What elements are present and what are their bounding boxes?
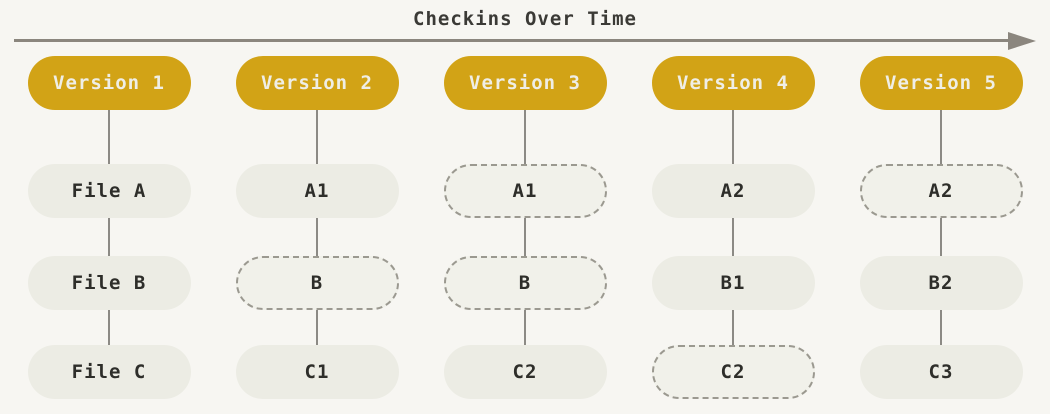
connector-line <box>524 310 526 345</box>
connector-line <box>940 110 942 164</box>
file-pill: A1 <box>235 164 399 218</box>
file-pill: C2 <box>651 345 815 399</box>
diagram-title: Checkins Over Time <box>413 8 637 30</box>
file-pill: A2 <box>859 164 1023 218</box>
connector-line <box>732 218 734 256</box>
file-pill: File C <box>27 345 191 399</box>
connector-line <box>316 110 318 164</box>
connector-line <box>940 310 942 345</box>
file-pill: B1 <box>651 256 815 310</box>
connector-line <box>524 218 526 256</box>
version-pill: Version 4 <box>651 56 815 110</box>
connector-line <box>108 110 110 164</box>
connector-line <box>316 310 318 345</box>
version-column-4: Version 4 A2 B1 C2 <box>638 56 828 399</box>
file-pill: A1 <box>443 164 607 218</box>
version-column-5: Version 5 A2 B2 C3 <box>846 56 1036 399</box>
file-pill: C3 <box>859 345 1023 399</box>
file-pill: B <box>443 256 607 310</box>
timeline-arrow-line <box>14 39 1024 42</box>
version-pill: Version 3 <box>443 56 607 110</box>
file-pill: A2 <box>651 164 815 218</box>
file-pill: File A <box>27 164 191 218</box>
file-pill: C2 <box>443 345 607 399</box>
connector-line <box>940 218 942 256</box>
version-pill: Version 1 <box>27 56 191 110</box>
timeline-arrow <box>14 32 1036 50</box>
connector-line <box>316 218 318 256</box>
connector-line <box>108 310 110 345</box>
connector-line <box>732 110 734 164</box>
connector-line <box>108 218 110 256</box>
file-pill: C1 <box>235 345 399 399</box>
arrowhead-icon <box>1008 32 1036 50</box>
version-column-2: Version 2 A1 B C1 <box>222 56 412 399</box>
version-column-3: Version 3 A1 B C2 <box>430 56 620 399</box>
file-pill: B <box>235 256 399 310</box>
connector-line <box>732 310 734 345</box>
connector-line <box>524 110 526 164</box>
version-pill: Version 2 <box>235 56 399 110</box>
version-column-1: Version 1 File A File B File C <box>14 56 204 399</box>
file-pill: B2 <box>859 256 1023 310</box>
version-pill: Version 5 <box>859 56 1023 110</box>
version-columns: Version 1 File A File B File C Version 2… <box>0 50 1050 399</box>
file-pill: File B <box>27 256 191 310</box>
